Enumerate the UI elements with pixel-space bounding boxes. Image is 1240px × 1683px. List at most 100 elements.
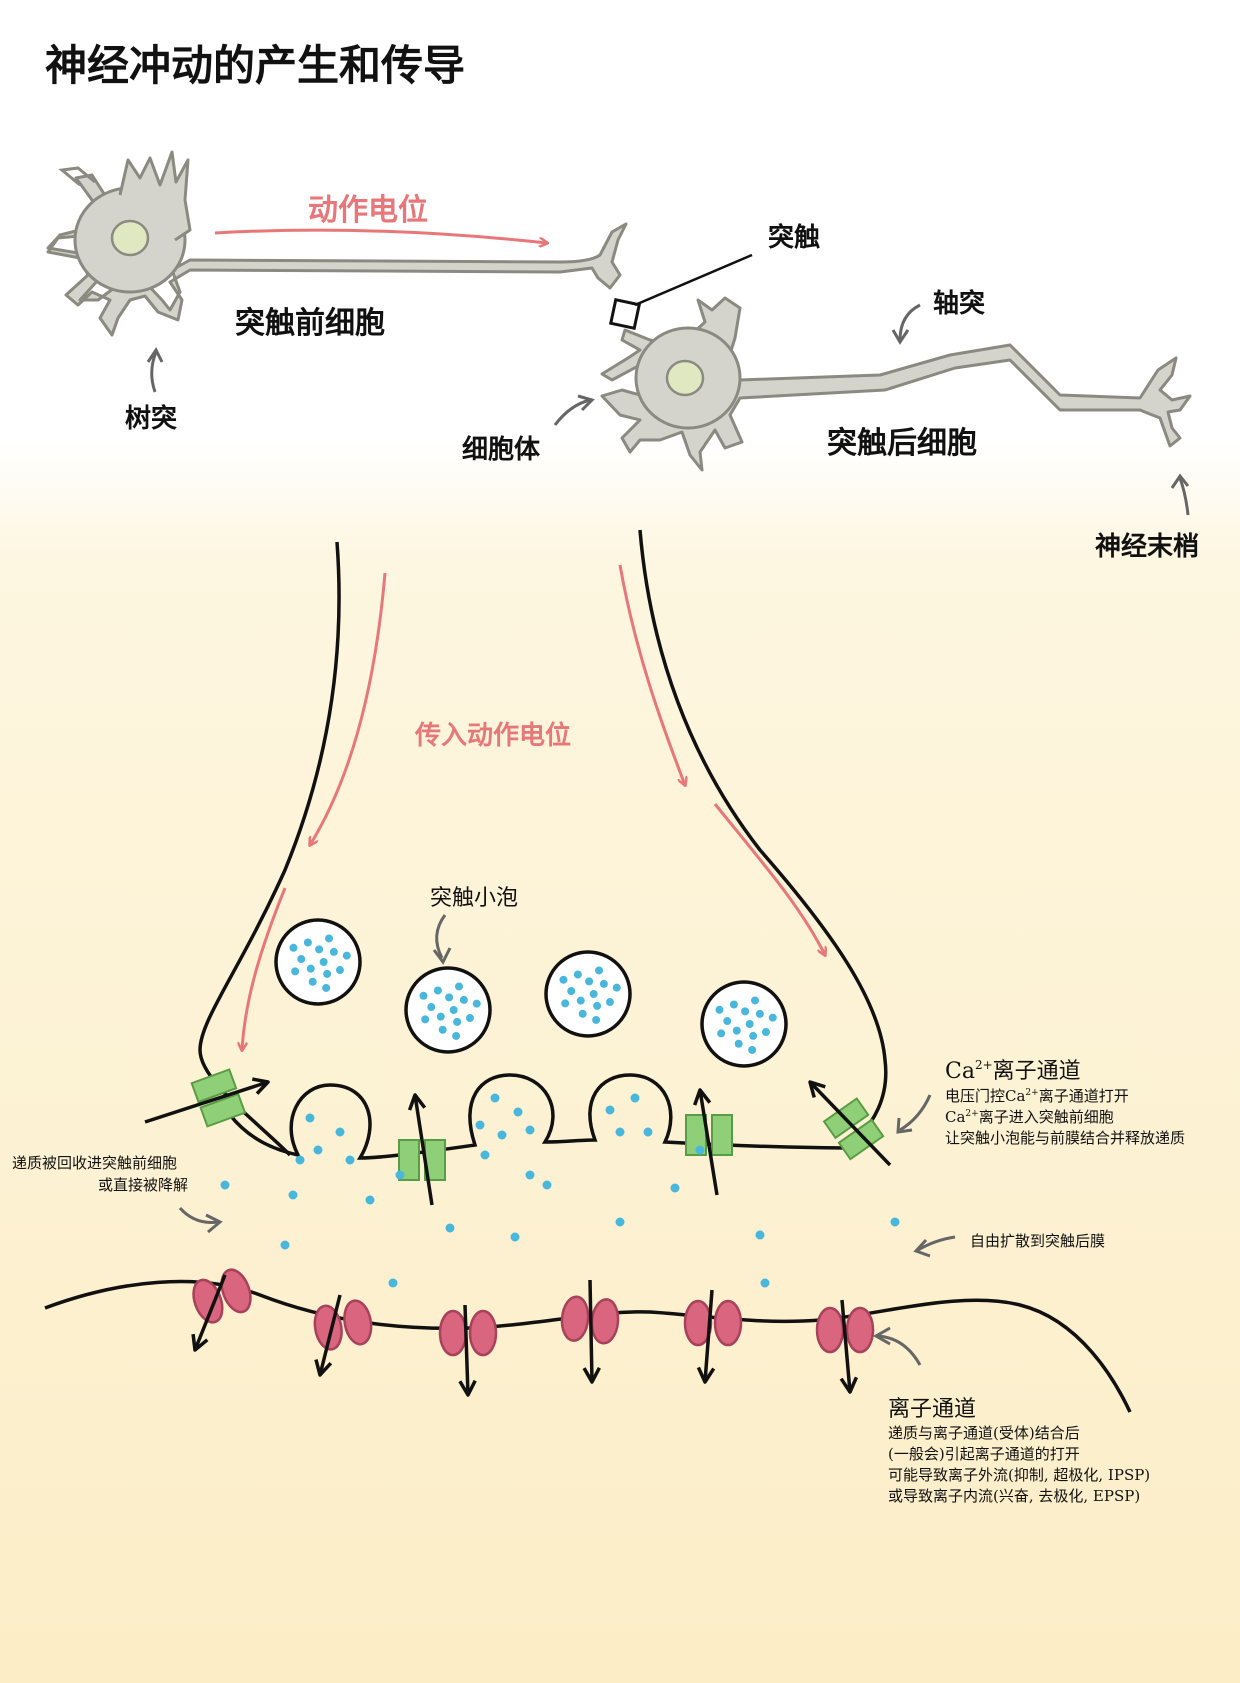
neurotransmitter-dot <box>365 1195 375 1205</box>
postsynaptic-neuron <box>600 296 1192 472</box>
neurotransmitter-dot <box>436 1012 445 1021</box>
ca-channel-line2: Ca2+离子进入突触前细胞 <box>945 1108 1114 1126</box>
ca-channel <box>190 1068 247 1128</box>
neurotransmitter-dot <box>419 991 428 1000</box>
synaptic-vesicles <box>274 918 788 1068</box>
arrow-shaft <box>144 1080 269 1124</box>
cell-body-pointer <box>553 398 591 426</box>
synapse-pointer <box>634 253 753 307</box>
ca-channel-subunit <box>711 1114 733 1156</box>
ca-channel-line3: 让突触小泡能与前膜结合并释放递质 <box>945 1129 1185 1147</box>
ion-channel-pointer <box>877 1334 922 1366</box>
neurotransmitter-dot <box>329 947 338 956</box>
diffuse-pointer <box>917 1235 956 1252</box>
label-cell-body: 细胞体 <box>462 434 541 465</box>
postsynaptic-nucleus <box>665 359 705 397</box>
neurotransmitter-dot <box>388 1278 398 1288</box>
receptor-subunit <box>468 1309 498 1357</box>
neurotransmitter-dot <box>751 996 760 1005</box>
receptor-subunit <box>560 1295 590 1342</box>
ion-channel-receptors <box>191 1268 875 1397</box>
neurotransmitter-dot <box>322 983 331 992</box>
arrow-head <box>808 1080 826 1098</box>
neurotransmitter-dot <box>715 1005 724 1014</box>
ion-channel-receptor <box>815 1306 875 1354</box>
neurotransmitter-dot <box>455 982 464 991</box>
neurotransmitter-dot <box>578 1009 587 1018</box>
arrow-head <box>696 1366 716 1384</box>
arrow-head <box>458 1379 477 1397</box>
neurotransmitter-dot <box>592 1015 601 1024</box>
neurotransmitter-dot <box>599 979 608 988</box>
neurotransmitter-dot <box>291 967 300 976</box>
neurotransmitter-dot <box>615 1127 625 1137</box>
ca-channel-subunit <box>190 1068 238 1104</box>
receptor-subunit <box>815 1306 845 1354</box>
neurotransmitter-dot <box>497 1130 507 1140</box>
presynaptic-nucleus <box>110 219 150 257</box>
label-synaptic-vesicle: 突触小泡 <box>430 886 518 911</box>
neurotransmitter-dot <box>755 1230 765 1240</box>
neurotransmitter-dot <box>761 1028 770 1037</box>
neurotransmitter-dot <box>280 1240 290 1250</box>
arrow-head <box>839 1376 859 1394</box>
label-dendrite: 树突 <box>125 403 177 434</box>
neurotransmitter-dot <box>615 1217 625 1227</box>
vesicle-membrane <box>700 980 788 1068</box>
receptor-subunit <box>845 1306 875 1354</box>
neurotransmitter-dot <box>559 975 568 984</box>
neurotransmitter-dot <box>427 1003 436 1012</box>
neurotransmitter-dot <box>453 1017 462 1026</box>
neurotransmitter-dot <box>459 995 468 1004</box>
neurotransmitter-dot <box>585 977 594 986</box>
neurotransmitter-dot <box>734 1039 743 1048</box>
label-reuptake-line2: 或直接被降解 <box>98 1176 188 1194</box>
synaptic-vesicle <box>544 950 632 1038</box>
neurotransmitter-dot <box>567 987 576 996</box>
neurotransmitter-dot <box>745 1020 754 1028</box>
dendrite-pointer <box>150 351 158 393</box>
ca-channel-pointer <box>899 1094 932 1132</box>
neurotransmitter-dot <box>445 1223 455 1233</box>
label-postsynaptic-cell: 突触后细胞 <box>827 426 977 461</box>
neurotransmitter-dot <box>306 964 315 973</box>
neurotransmitter-dot <box>220 1180 230 1190</box>
label-nerve-ending: 神经末梢 <box>1095 531 1199 562</box>
neurotransmitter-dot <box>760 1278 770 1288</box>
ion-channel-line: 可能导致离子外流(抑制, 超极化, IPSP) <box>888 1466 1150 1484</box>
receptor-subunit <box>438 1309 468 1357</box>
axon-pointer <box>898 303 921 341</box>
ion-flow-arrow <box>458 1304 477 1397</box>
synaptic-vesicle <box>700 980 788 1068</box>
neurotransmitter-dot <box>421 1015 430 1024</box>
ion-flow-arrow <box>696 1289 716 1384</box>
ca-channel <box>685 1114 733 1156</box>
synaptic-vesicle <box>404 966 492 1054</box>
receptor-subunit <box>590 1298 620 1345</box>
neurotransmitter-dot <box>768 1013 777 1022</box>
arrow-shaft <box>808 1080 892 1167</box>
neurotransmitter-dot <box>475 1120 485 1130</box>
neurotransmitter-dot <box>732 1026 741 1035</box>
neurotransmitter-dot <box>335 1127 345 1137</box>
neurotransmitter-dot <box>295 1155 305 1165</box>
vesicle-membrane <box>404 966 492 1054</box>
receptor-subunit <box>220 1268 252 1314</box>
presynaptic-membrane-right <box>638 529 888 1137</box>
neurotransmitter-dot <box>449 1006 458 1014</box>
neurotransmitter-dot <box>308 977 317 986</box>
neurotransmitter-dot <box>612 983 621 992</box>
neurotransmitter-dot <box>395 1170 405 1180</box>
neurotransmitter-dot <box>342 951 351 960</box>
arrow-shaft <box>413 1094 434 1206</box>
neurotransmitter-dot <box>525 1170 535 1180</box>
arrow-head <box>314 1359 333 1377</box>
ca-channels <box>144 1068 892 1206</box>
label-diffuse: 自由扩散到突触后膜 <box>970 1232 1105 1250</box>
ion-flow-arrow <box>191 1274 227 1352</box>
neurotransmitter-dot <box>305 1113 315 1123</box>
arrow-head <box>251 1077 270 1095</box>
label-presynaptic-cell: 突触前细胞 <box>235 306 385 341</box>
